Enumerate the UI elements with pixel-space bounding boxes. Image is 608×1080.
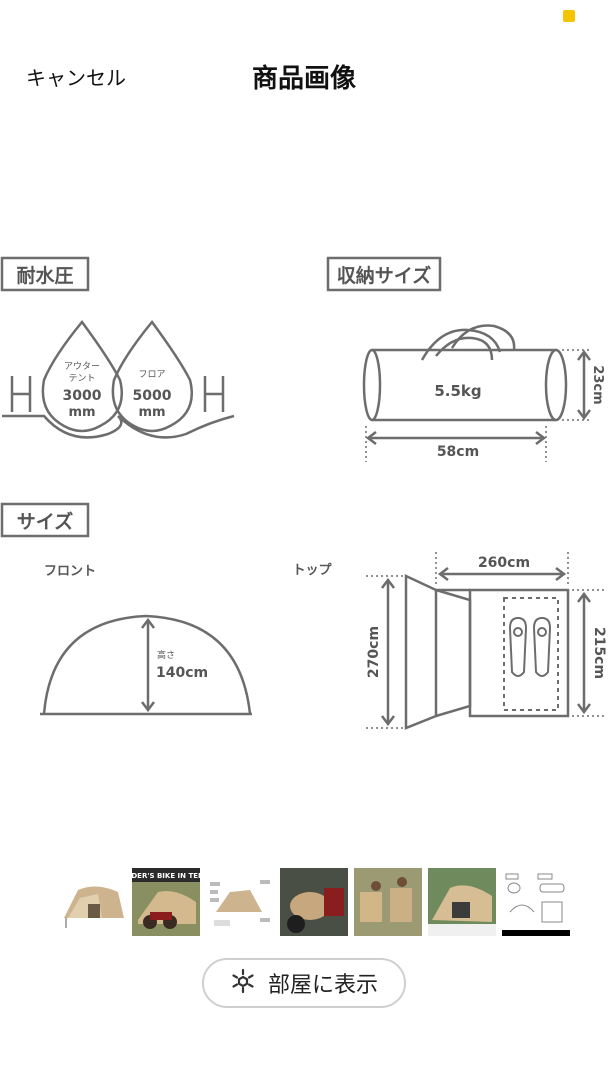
storage-heading: 収納サイズ <box>337 264 431 287</box>
storage-length: 58cm <box>437 444 479 460</box>
product-spec-image: 耐水圧 アウター テント 3000 mm フロア 5000 mm 収納サイズ <box>0 240 608 760</box>
top-depth: 270cm <box>366 626 382 678</box>
svg-text:mm: mm <box>138 405 165 420</box>
top-label: トップ <box>292 563 332 578</box>
svg-text:テント: テント <box>68 373 95 384</box>
status-indicator <box>563 10 575 22</box>
thumbnail-bike-luggage[interactable] <box>280 868 348 936</box>
page-title: 商品画像 <box>251 64 356 94</box>
top-width: 260cm <box>478 555 530 571</box>
outer-tent-value: 3000 <box>63 388 102 404</box>
front-label: フロント <box>44 564 96 579</box>
thumbnail-tent-interior[interactable] <box>428 868 496 936</box>
ar-cube-icon <box>230 968 256 998</box>
storage-diameter: 23cm <box>590 365 605 404</box>
floor-label: フロア <box>138 370 165 380</box>
outer-tent-label: アウター <box>64 361 100 372</box>
svg-text:mm: mm <box>68 405 95 420</box>
size-heading: サイズ <box>17 510 73 533</box>
view-in-room-label: 部屋に表示 <box>267 973 378 998</box>
thumbnail-riders-bike[interactable]: RIDER'S BIKE IN TENT <box>132 868 200 936</box>
inner-depth: 215cm <box>591 627 607 679</box>
thumbnail-strip: RIDER'S BIKE IN TENT <box>58 868 578 944</box>
cancel-button[interactable]: キャンセル <box>26 66 126 90</box>
floor-value: 5000 <box>133 388 172 404</box>
waterproof-heading: 耐水圧 <box>16 265 73 287</box>
height-value: 140cm <box>156 665 208 681</box>
thumbnail-parts-list[interactable] <box>206 868 274 936</box>
thumbnail-people-setup[interactable] <box>354 868 422 936</box>
thumbnail-tent-photo[interactable] <box>58 868 126 936</box>
view-in-room-button[interactable]: 部屋に表示 <box>202 958 406 1008</box>
height-label: 高さ <box>157 649 175 661</box>
svg-text:RIDER'S BIKE IN TENT: RIDER'S BIKE IN TENT <box>132 872 200 880</box>
storage-weight: 5.5kg <box>434 382 481 400</box>
thumbnail-spec-diagram[interactable] <box>502 868 570 936</box>
